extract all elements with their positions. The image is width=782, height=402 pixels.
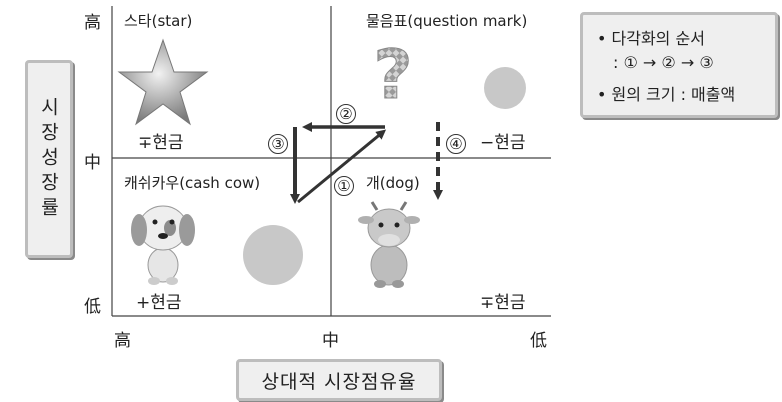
legend-box: • 다각화의 순서 : ① → ② → ③ • 원의 크기 : 매출액: [580, 12, 778, 118]
dog-character-icon: [358, 201, 420, 288]
question-revenue-circle: [484, 67, 526, 109]
x-tick-high: 高: [114, 331, 131, 351]
star-icon: [117, 38, 209, 126]
dog-cash-label: ∓현금: [480, 293, 526, 313]
step-4-number: ④: [446, 134, 466, 154]
dog-quadrant-label: 개(dog): [366, 174, 420, 192]
step-1-arrow: [297, 129, 387, 204]
question-quadrant-label: 물음표(question mark): [366, 12, 528, 30]
star-quadrant-label: 스타(star): [124, 12, 193, 30]
legend-order-sequence: : ① → ② → ③: [613, 53, 714, 72]
y-tick-mid: 中: [84, 153, 101, 173]
y-tick-low: 低: [84, 297, 101, 317]
cow-character-icon: [131, 205, 195, 285]
question-mark-icon: ?: [373, 36, 413, 116]
x-tick-mid: 中: [322, 331, 339, 351]
x-axis-label: 상대적 시장점유율: [261, 370, 417, 393]
legend-circle-size: • 원의 크기 : 매출액: [597, 85, 736, 104]
step-2-number: ②: [336, 104, 356, 124]
svg-text:?: ?: [373, 36, 412, 115]
cow-revenue-circle: [243, 225, 303, 285]
x-axis-label-box: 상대적 시장점유율: [236, 359, 442, 401]
step-3-number: ③: [268, 134, 288, 154]
legend-order-title: • 다각화의 순서: [597, 29, 705, 48]
step-1-number: ①: [334, 176, 354, 196]
question-cash-label: −현금: [480, 133, 526, 153]
y-axis-label: 시장성장률: [37, 96, 60, 222]
x-tick-low: 低: [530, 331, 547, 351]
star-cash-label: ∓현금: [138, 133, 184, 153]
cow-quadrant-label: 캐쉬카우(cash cow): [124, 174, 261, 192]
y-tick-high: 高: [84, 13, 101, 33]
cow-cash-label: +현금: [136, 293, 182, 313]
y-axis-label-box: 시장성장률: [25, 60, 73, 258]
